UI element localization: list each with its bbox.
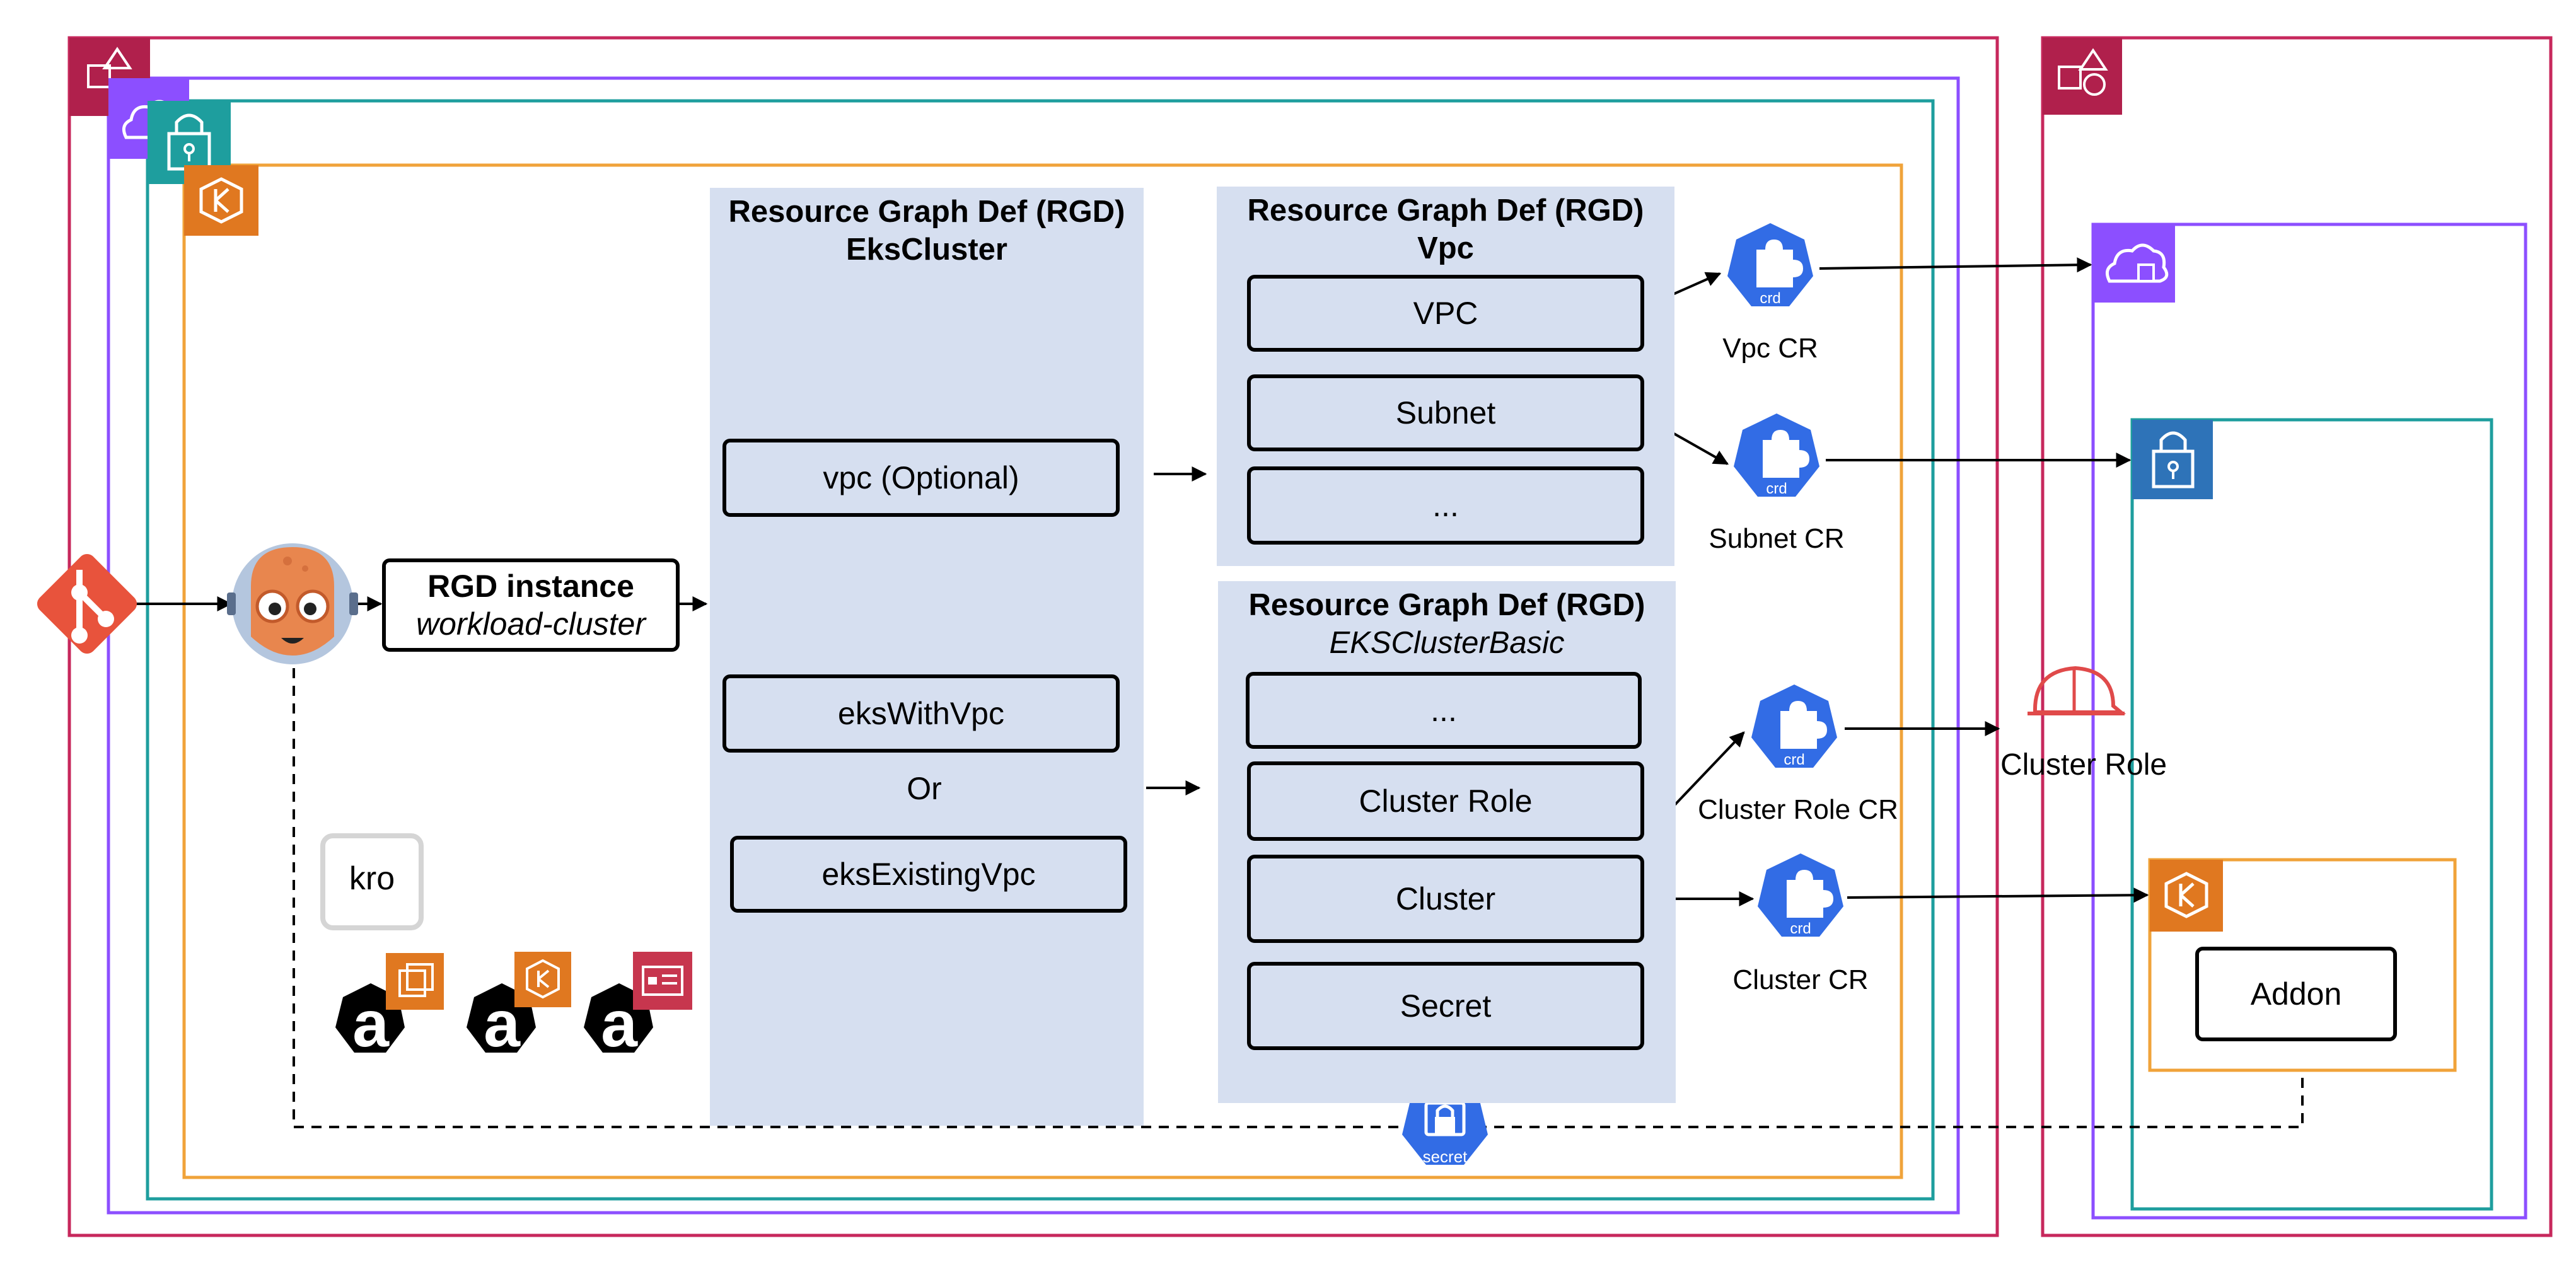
aws-cloud-region-icon: [2093, 224, 2175, 303]
crd-icon: [1727, 223, 1813, 306]
eks-with-vpc-box[interactable]: eksWithVpc: [722, 674, 1120, 753]
vpc-lock-icon-right: [2132, 420, 2213, 499]
rgd-eks-cluster-panel: Resource Graph Def (RGD) EksCluster: [710, 188, 1144, 1126]
secret-glyph: secret: [1422, 1147, 1468, 1166]
basic-more-box[interactable]: ...: [1246, 672, 1642, 749]
crd-icon: [1751, 685, 1837, 768]
kro-label: kro: [349, 860, 395, 897]
argocd-mascot-icon: [227, 543, 358, 664]
rgd-instance-name: workload-cluster: [415, 606, 646, 642]
vpc-resource-box[interactable]: VPC: [1247, 275, 1644, 352]
ack-controller-icon: [584, 952, 692, 1053]
crd-icon: [1734, 413, 1819, 497]
eks-workload-cluster-border: [2148, 858, 2457, 1072]
secret-dashed-line: [293, 650, 2304, 1128]
eks-management-cluster-border: [182, 163, 1903, 1179]
cluster-role-cr-label: Cluster Role CR: [1698, 794, 1898, 825]
subnet-cr-label: Subnet CR: [1709, 523, 1845, 554]
git-icon: [37, 553, 137, 654]
subnet-resource-box[interactable]: Subnet: [1247, 374, 1644, 451]
eks-existing-vpc-box[interactable]: eksExistingVpc: [730, 836, 1127, 913]
rgd-eks-basic-title: Resource Graph Def (RGD): [1248, 588, 1645, 622]
rgd-instance-box[interactable]: RGD instance workload-cluster: [382, 558, 680, 652]
crd-glyph: crd: [1760, 290, 1781, 307]
rgd-instance-title: RGD instance: [427, 569, 634, 604]
crd-glyph: crd: [1790, 920, 1811, 937]
arrow-vpc-cr-to-region: [1819, 257, 2092, 273]
ack-controller-icon: [335, 953, 444, 1053]
or-label: Or: [907, 771, 942, 806]
aws-region-left-border: [107, 76, 1960, 1215]
eks-icon: [184, 165, 258, 236]
ack-controller-icon: [467, 952, 571, 1053]
rgd-eks-cluster-title: Resource Graph Def (RGD): [728, 195, 1125, 229]
cluster-role-label: Cluster Role: [2000, 748, 2167, 782]
crd-glyph: crd: [1784, 751, 1805, 768]
crd-icon: [1758, 853, 1843, 937]
aws-account-icon-right: [2043, 38, 2122, 115]
cluster-box[interactable]: Cluster: [1247, 855, 1644, 943]
cluster-cr-label: Cluster CR: [1732, 964, 1869, 995]
rgd-vpc-subtitle: Vpc: [1417, 231, 1474, 265]
arrow-cluster-cr-to-eks: [1847, 887, 2149, 903]
rgd-eks-cluster-subtitle: EksCluster: [845, 233, 1007, 267]
addon-box[interactable]: Addon: [2195, 947, 2397, 1041]
secret-box[interactable]: Secret: [1247, 962, 1644, 1050]
vpc-left-border: [146, 99, 1935, 1201]
aws-account-right-border: [2041, 36, 2553, 1237]
crd-glyph: crd: [1766, 480, 1787, 497]
eks-icon-right: [2150, 860, 2223, 932]
aws-region-right-border: [2091, 222, 2527, 1220]
vpc-cr-label: Vpc CR: [1722, 333, 1818, 364]
vpc-optional-box[interactable]: vpc (Optional): [722, 439, 1120, 517]
vpc-more-box[interactable]: ...: [1247, 466, 1644, 545]
rgd-vpc-title: Resource Graph Def (RGD): [1247, 194, 1644, 228]
ack-glyph: a: [484, 988, 520, 1061]
ack-glyph: a: [601, 988, 637, 1061]
iam-role-hard-hat-icon: [2028, 666, 2126, 715]
ack-glyph: a: [352, 988, 389, 1061]
rgd-eks-basic-subtitle: EKSClusterBasic: [1329, 626, 1565, 660]
kro-logo-frame: [320, 833, 424, 930]
cluster-role-box[interactable]: Cluster Role: [1247, 761, 1644, 841]
vpc-right-border: [2130, 418, 2493, 1211]
